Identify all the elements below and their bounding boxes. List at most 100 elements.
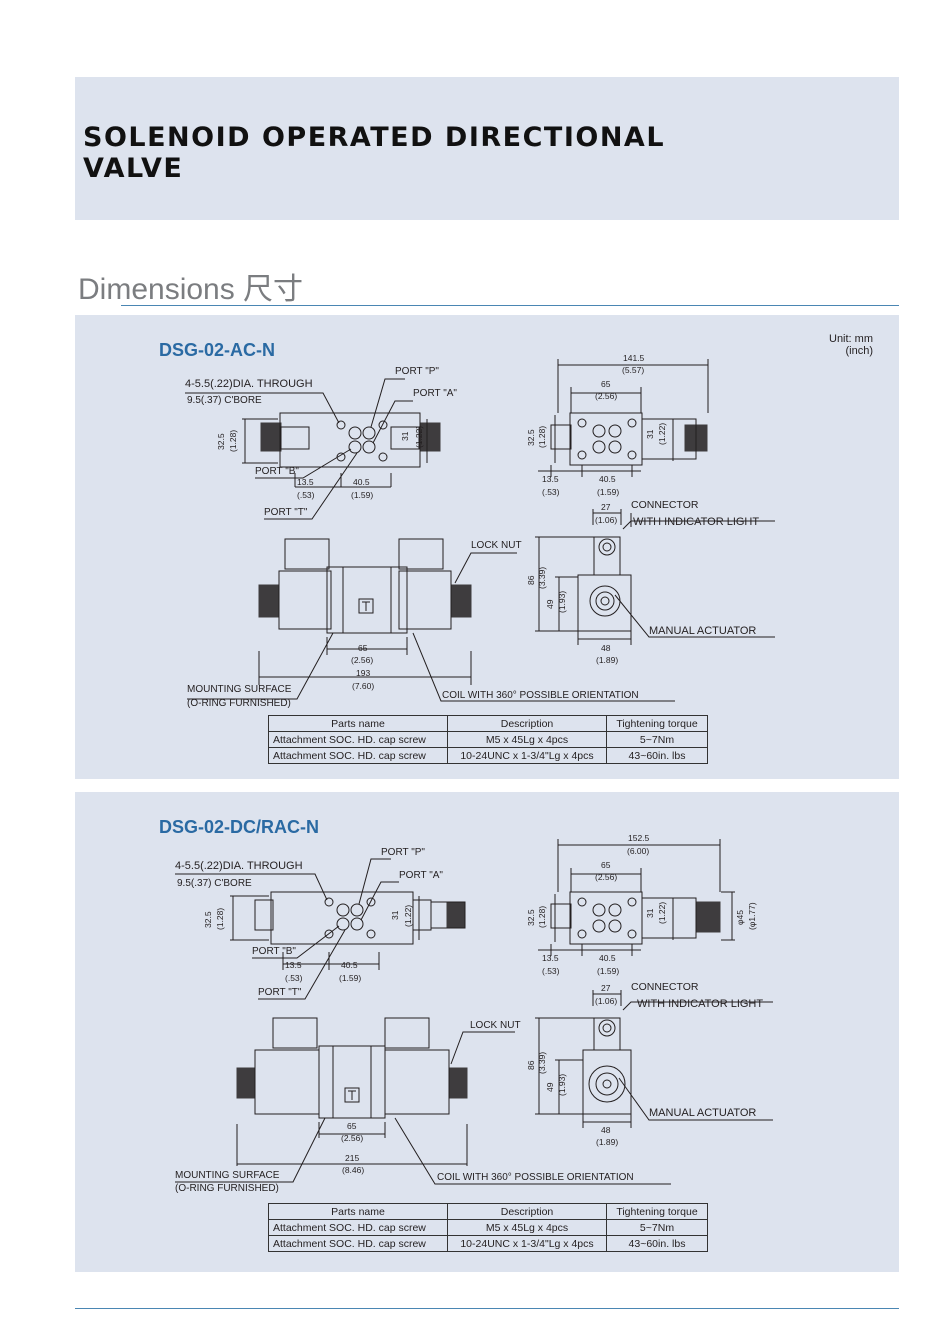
label-mounting: MOUNTING SURFACE [175, 1170, 280, 1181]
dim-65: 65 [601, 860, 611, 870]
dim2-13-in: (.53) [542, 966, 560, 976]
dim-49-in: (1.93) [557, 1074, 567, 1096]
top-view-right [538, 839, 735, 956]
dim2-13: 13.5 [542, 474, 559, 484]
title-banner: SOLENOID OPERATED DIRECTIONAL VALVE [75, 77, 899, 220]
dim-32: 32.5 [203, 911, 213, 928]
dim2-31-in: (1.22) [657, 423, 667, 445]
dim-65-in: (2.56) [595, 872, 617, 882]
dim-32: 32.5 [216, 433, 226, 450]
dimension-drawing: 4-5.5(.22)DIA. THROUGH 9.5(.37) C'BORE P… [185, 353, 775, 709]
top-view-left [185, 378, 441, 520]
label-cbore: 9.5(.37) C'BORE [177, 878, 252, 889]
col-description: Description [447, 715, 607, 732]
dim2-40: 40.5 [599, 474, 616, 484]
col-description: Description [447, 1203, 607, 1220]
dim-49-in: (1.93) [557, 591, 567, 613]
dim-f-65: 65 [347, 1121, 357, 1131]
dim-phi: φ45 [735, 910, 745, 925]
dim-40: 40.5 [353, 477, 370, 487]
dim-48-in: (1.89) [596, 1137, 618, 1147]
footer-divider [75, 1308, 899, 1309]
dim2-40: 40.5 [599, 953, 616, 963]
dim-f-65-in: (2.56) [351, 655, 373, 665]
dim-top-in: (6.00) [627, 846, 649, 856]
dim-f-65-in: (2.56) [341, 1133, 363, 1143]
panel-dsg-02-ac-n: DSG-02-AC-N Unit: mm (inch) 4-5.5(.22)DI… [75, 315, 899, 779]
dim-49: 49 [545, 599, 555, 609]
side-view [535, 990, 773, 1128]
dim-total: 215 [345, 1153, 359, 1163]
dim-top-in: (5.57) [622, 365, 644, 375]
col-parts-name: Parts name [268, 1203, 448, 1220]
label-port-p: PORT "P" [395, 366, 439, 377]
dim-40-in: (1.59) [351, 490, 373, 500]
dim-total-in: (7.60) [352, 681, 374, 691]
dim-49: 49 [545, 1082, 555, 1092]
label-manual: MANUAL ACTUATOR [649, 1107, 756, 1119]
dim-31: 31 [390, 910, 400, 920]
model-title: DSG-02-DC/RAC-N [159, 817, 320, 837]
label-port-t: PORT "T" [264, 507, 308, 518]
dim-31: 31 [400, 431, 410, 441]
label-port-t: PORT "T" [258, 987, 302, 998]
label-manual: MANUAL ACTUATOR [649, 625, 756, 637]
label-port-b: PORT "B" [255, 466, 299, 477]
dim-32-in: (1.28) [215, 908, 225, 930]
col-torque: Tightening torque [606, 1203, 708, 1220]
label-through: 4-5.5(.22)DIA. THROUGH [175, 860, 303, 872]
label-oring: (O-RING FURNISHED) [187, 698, 291, 709]
dim2-31: 31 [645, 429, 655, 439]
top-view-right [538, 359, 709, 477]
label-lock-nut: LOCK NUT [470, 1020, 521, 1031]
label-through: 4-5.5(.22)DIA. THROUGH [185, 378, 313, 390]
dim-48-in: (1.89) [596, 655, 618, 665]
dim-13-in: (.53) [297, 490, 315, 500]
dim-65-in: (2.56) [595, 391, 617, 401]
dim-top: 141.5 [623, 353, 645, 363]
parts-table: Parts name Description Tightening torque… [268, 1203, 708, 1252]
col-torque: Tightening torque [606, 715, 708, 732]
dim-27: 27 [601, 983, 611, 993]
label-port-b: PORT "B" [252, 946, 296, 957]
label-indicator: WITH INDICATOR LIGHT [633, 516, 759, 528]
dim-phi-in: (φ1.77) [747, 902, 757, 930]
page-title: SOLENOID OPERATED DIRECTIONAL VALVE [83, 122, 666, 184]
dim-13: 13.5 [297, 477, 314, 487]
col-parts-name: Parts name [268, 715, 448, 732]
top-view-left [175, 858, 466, 1000]
dim-86-in: (3.39) [537, 567, 547, 589]
dim-86: 86 [526, 1060, 536, 1070]
table-row: Attachment SOC. HD. cap screw 10-24UNC x… [268, 1235, 708, 1252]
dim2-32-in: (1.28) [537, 426, 547, 448]
dim-86-in: (3.39) [537, 1052, 547, 1074]
dim2-32: 32.5 [526, 429, 536, 446]
dim-48: 48 [601, 1125, 611, 1135]
dim-27: 27 [601, 502, 611, 512]
dim2-40-in: (1.59) [597, 966, 619, 976]
panel-dsg-02-dc-rac-n: DSG-02-DC/RAC-N 4-5.5(.22)DIA. THROUGH 9… [75, 792, 899, 1272]
dim-48: 48 [601, 643, 611, 653]
dim-40-in: (1.59) [339, 973, 361, 983]
model-title: DSG-02-AC-N [159, 340, 276, 360]
dim-65: 65 [601, 379, 611, 389]
dim-13: 13.5 [285, 960, 302, 970]
dim2-32: 32.5 [526, 909, 536, 926]
label-cbore: 9.5(.37) C'BORE [187, 395, 262, 406]
label-port-p: PORT "P" [381, 847, 425, 858]
dim2-13: 13.5 [542, 953, 559, 963]
table-row: Attachment SOC. HD. cap screw 10-24UNC x… [268, 747, 708, 764]
table-row: Attachment SOC. HD. cap screw M5 x 45Lg … [268, 1219, 708, 1236]
side-view [535, 509, 775, 645]
label-connector: CONNECTOR [631, 499, 699, 511]
label-indicator: WITH INDICATOR LIGHT [637, 998, 763, 1010]
section-divider [121, 305, 899, 306]
dim-top: 152.5 [628, 833, 650, 843]
label-mounting: MOUNTING SURFACE [187, 684, 292, 695]
label-lock-nut: LOCK NUT [471, 540, 522, 551]
dim2-31: 31 [645, 908, 655, 918]
parts-table: Parts name Description Tightening torque… [268, 715, 708, 764]
label-oring: (O-RING FURNISHED) [175, 1183, 279, 1194]
dim-f-65: 65 [358, 643, 368, 653]
dim-total-in: (8.46) [342, 1165, 364, 1175]
